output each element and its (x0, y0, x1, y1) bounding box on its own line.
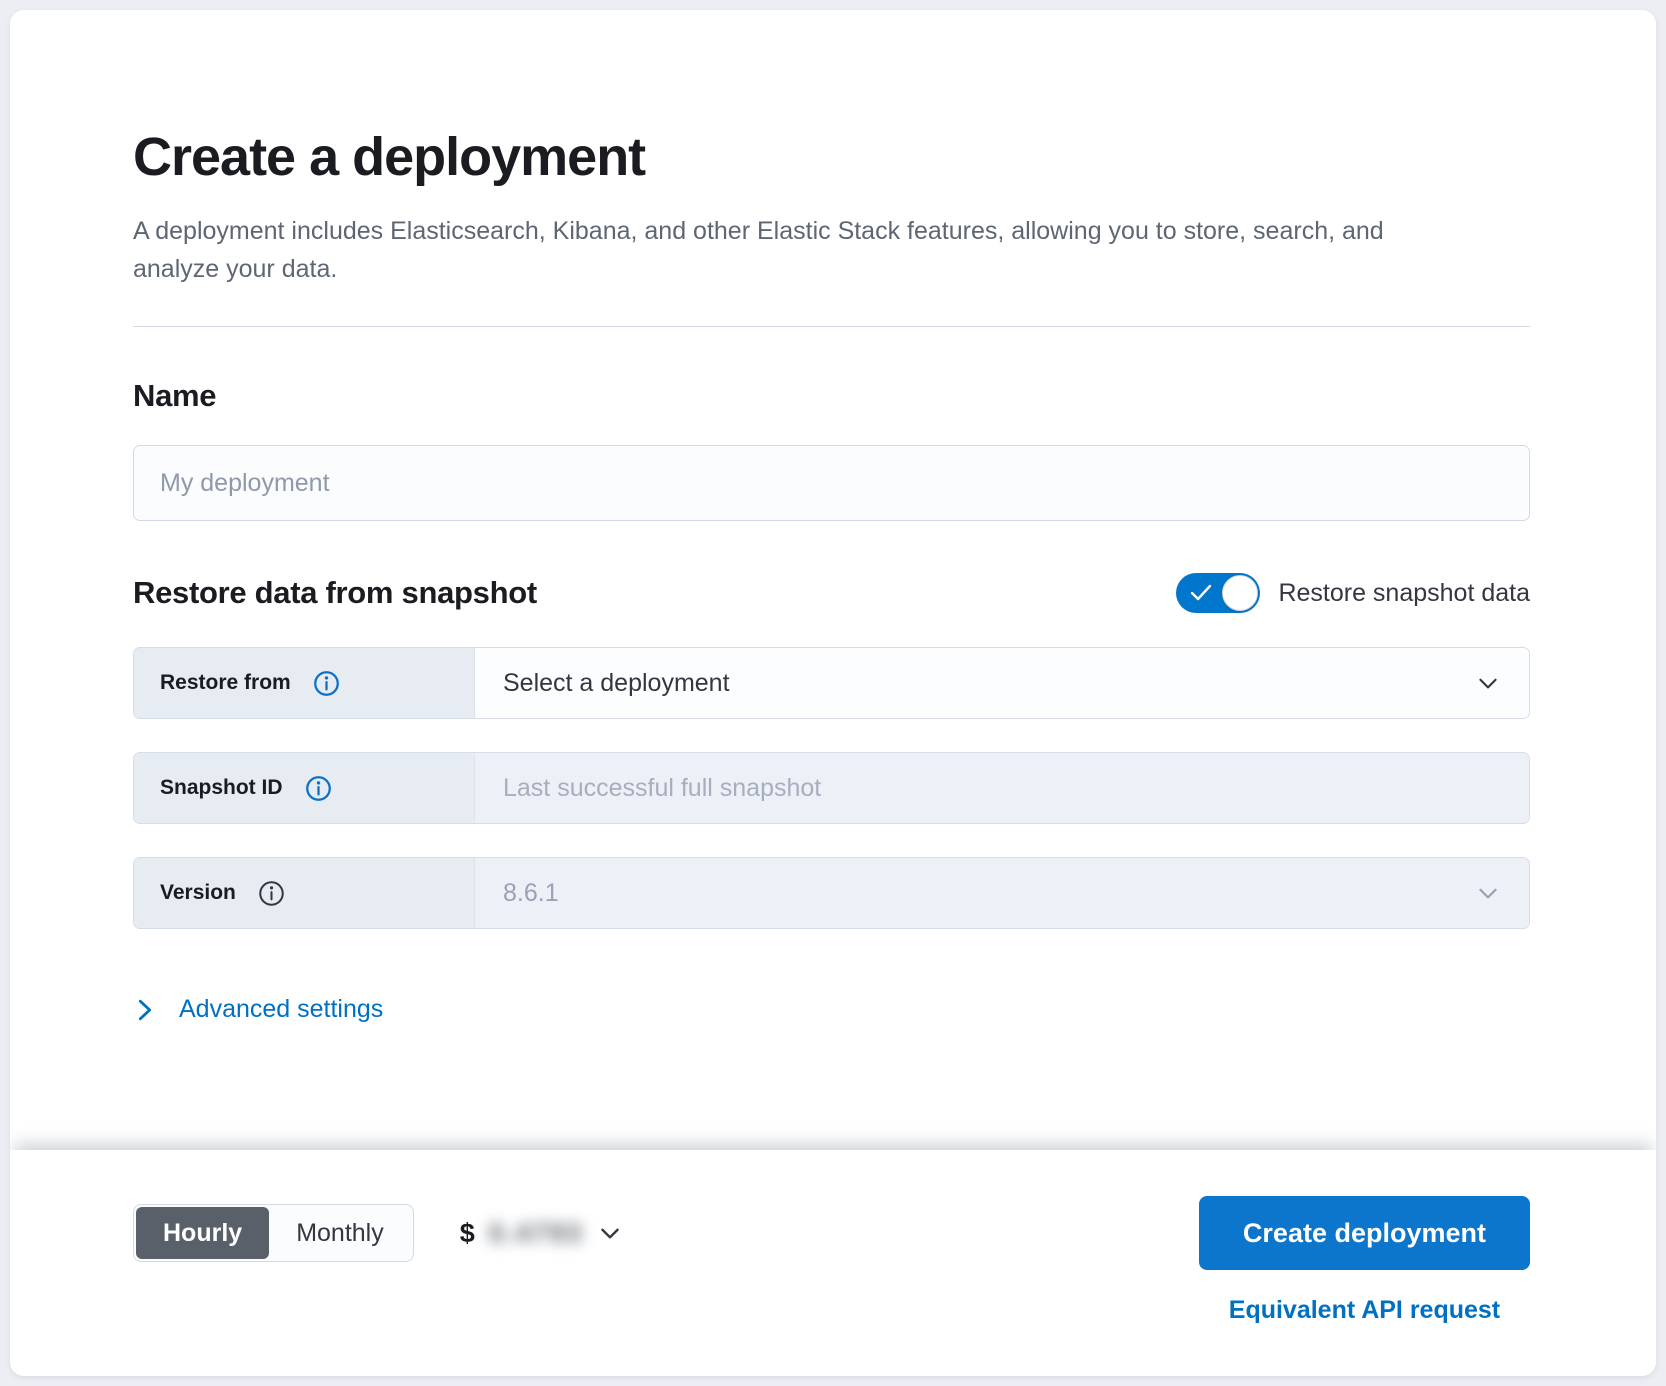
hourly-button[interactable]: Hourly (136, 1207, 270, 1259)
version-row: Version 8.6.1 (133, 857, 1530, 929)
check-icon (1191, 584, 1212, 601)
deployment-name-input[interactable] (133, 445, 1530, 521)
monthly-button[interactable]: Monthly (269, 1207, 411, 1259)
version-value: 8.6.1 (503, 878, 559, 907)
advanced-settings-link[interactable]: Advanced settings (133, 995, 383, 1024)
price-dropdown[interactable]: $ 0.4793 (460, 1218, 624, 1249)
equivalent-api-request-link[interactable]: Equivalent API request (1228, 1296, 1501, 1324)
version-label-box: Version (134, 858, 475, 928)
restore-snapshot-toggle-group: Restore snapshot data (1176, 573, 1530, 613)
version-label: Version (160, 881, 236, 904)
snapshot-section-header: Restore data from snapshot Restore snaps… (133, 573, 1530, 613)
chevron-down-icon (1479, 888, 1497, 899)
page-title: Create a deployment (133, 127, 646, 187)
snapshot-section-heading: Restore data from snapshot (133, 575, 537, 610)
chevron-right-icon (138, 999, 152, 1020)
snapshot-id-input[interactable]: Last successful full snapshot (475, 753, 1529, 823)
billing-and-price: Hourly Monthly $ 0.4793 (133, 1196, 623, 1270)
bottom-bar: Hourly Monthly $ 0.4793 Create deploymen… (10, 1150, 1656, 1376)
restore-from-label: Restore from (160, 671, 291, 694)
snapshot-id-label-box: Snapshot ID (134, 753, 475, 823)
create-deployment-panel: Create a deployment A deployment include… (10, 10, 1656, 1376)
version-select[interactable]: 8.6.1 (475, 858, 1529, 928)
page-subtitle: A deployment includes Elasticsearch, Kib… (133, 217, 1384, 283)
snapshot-id-label: Snapshot ID (160, 776, 283, 799)
price-currency: $ (459, 1217, 475, 1248)
billing-interval-group: Hourly Monthly (133, 1204, 414, 1262)
snapshot-id-placeholder: Last successful full snapshot (503, 773, 822, 802)
restore-from-label-box: Restore from (134, 648, 475, 718)
info-icon[interactable] (305, 775, 332, 802)
name-section-heading: Name (133, 378, 217, 413)
advanced-settings-label: Advanced settings (179, 995, 384, 1023)
chevron-down-icon (601, 1228, 620, 1239)
info-icon[interactable] (258, 880, 285, 907)
restore-from-row: Restore from Select a deployment (133, 647, 1530, 719)
info-icon[interactable] (313, 670, 340, 697)
create-actions: Create deployment Equivalent API request (1198, 1196, 1530, 1325)
price-value: 0.4793 (488, 1217, 584, 1248)
divider (133, 326, 1530, 327)
toggle-label: Restore snapshot data (1278, 578, 1530, 607)
snapshot-id-row: Snapshot ID Last successful full snapsho… (133, 752, 1530, 824)
create-deployment-button[interactable]: Create deployment (1198, 1196, 1530, 1270)
restore-from-select[interactable]: Select a deployment (475, 648, 1529, 718)
restore-from-value: Select a deployment (503, 668, 730, 697)
main-content: Create a deployment A deployment include… (10, 10, 1656, 1150)
chevron-down-icon (1479, 678, 1497, 689)
restore-snapshot-toggle[interactable] (1176, 573, 1261, 613)
toggle-knob (1222, 575, 1259, 611)
